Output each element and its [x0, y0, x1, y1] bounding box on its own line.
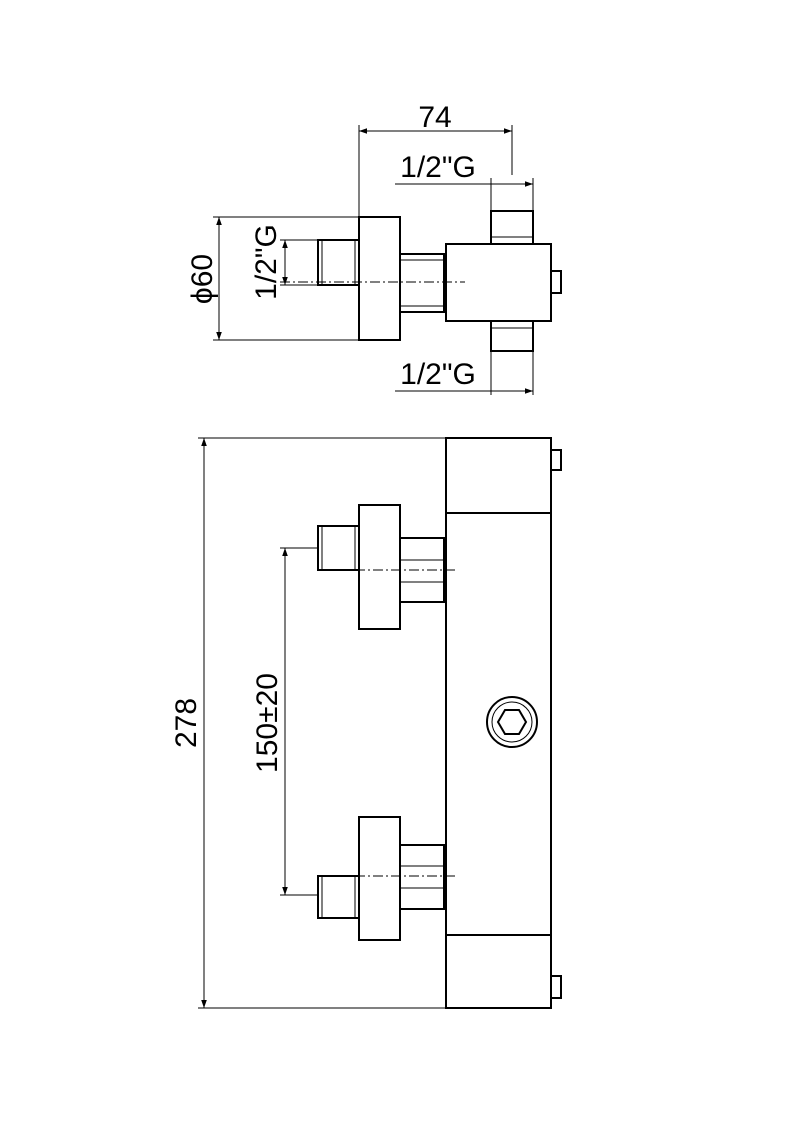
dim-inlet-spacing: 150±20 [251, 673, 284, 773]
dim-278: 278 [170, 698, 203, 748]
top-side-cap [550, 270, 562, 294]
top-connector [399, 253, 445, 313]
top-flange [358, 216, 401, 341]
dim-outlet-bottom-thread: 1/2"G [400, 358, 476, 391]
top-outlet-lower [490, 320, 534, 352]
central-hex-button [486, 696, 538, 748]
dim-outlet-top-thread: 1/2"G [400, 151, 476, 184]
front-top-knob [550, 449, 562, 471]
front-view: 278 150±20 [170, 437, 562, 1009]
top-view: 74 1/2"G 1/2"G ϕ60 1/2"G [186, 101, 562, 395]
dim-diameter-60: ϕ60 [186, 254, 219, 304]
top-outlet-upper [490, 210, 534, 245]
dim-74: 74 [418, 101, 451, 134]
upper-inlet-assembly [317, 504, 457, 630]
dim-inlet-thread: 1/2"G [250, 224, 283, 300]
front-bottom-knob [550, 975, 562, 999]
top-inlet-nut [317, 239, 360, 286]
lower-inlet-assembly [317, 816, 457, 941]
front-body [445, 437, 552, 1009]
